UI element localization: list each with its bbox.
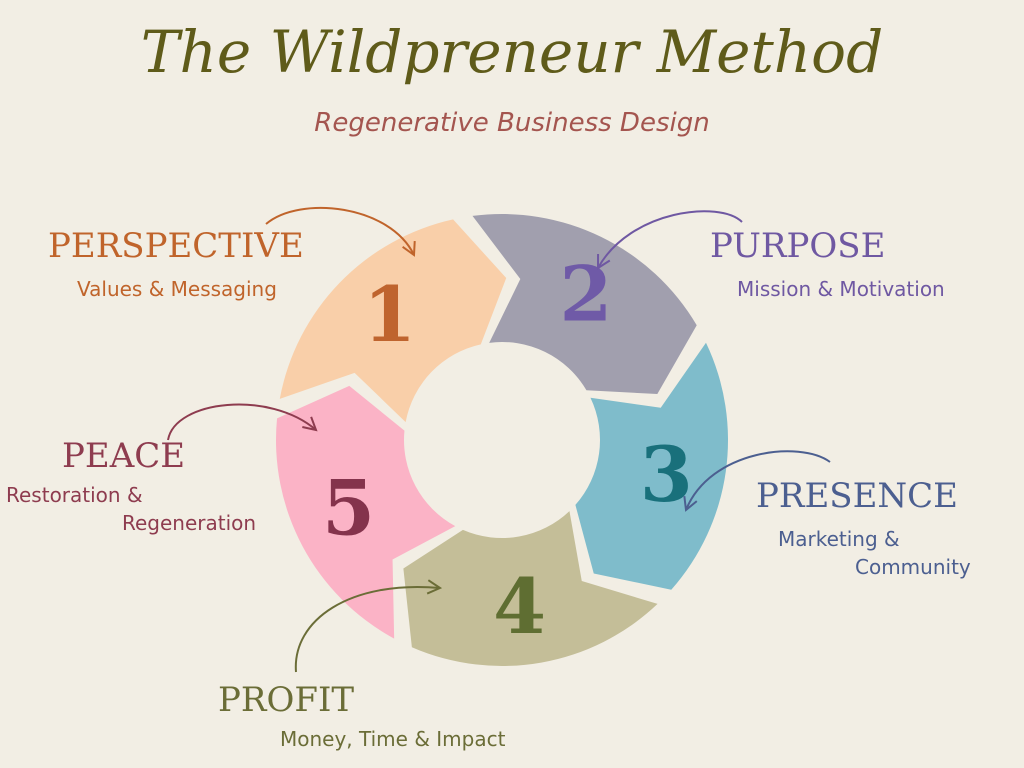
arrowhead-presence — [683, 495, 698, 512]
stage-desc-perspective: Values & Messaging — [77, 277, 277, 301]
arrow-profit — [294, 586, 441, 673]
segment-purpose — [472, 213, 697, 394]
arrowhead-perspective — [402, 240, 416, 257]
stage-number-peace: 5 — [322, 463, 375, 552]
stage-desc-presence-line2: Community — [855, 555, 971, 579]
stage-desc-presence-line1: Marketing & — [778, 527, 900, 551]
arrowhead-peace — [302, 416, 318, 432]
stage-name-peace: PEACE — [62, 436, 186, 476]
segment-peace — [276, 385, 456, 639]
segment-presence — [575, 342, 729, 590]
arrowhead-purpose — [596, 253, 611, 270]
stage-desc-profit: Money, Time & Impact — [280, 727, 506, 751]
page-title: The Wildpreneur Method — [140, 18, 884, 86]
arrowhead-profit — [426, 579, 443, 595]
stage-desc-peace-line1: Restoration & — [6, 483, 143, 507]
segment-profit — [403, 511, 658, 666]
stage-name-perspective: PERSPECTIVE — [48, 226, 304, 266]
stage-number-perspective: 1 — [363, 270, 416, 359]
page-subtitle: Regenerative Business Design — [314, 108, 710, 138]
arrow-peace — [167, 403, 317, 441]
segment-perspective — [279, 219, 507, 423]
stage-number-presence: 3 — [640, 430, 693, 519]
arrow-perspective — [265, 206, 415, 256]
stage-name-profit: PROFIT — [218, 680, 355, 720]
stage-name-presence: PRESENCE — [756, 476, 958, 516]
stage-number-profit: 4 — [493, 562, 546, 651]
arrow-presence — [685, 450, 831, 511]
arrow-purpose — [597, 210, 743, 269]
stage-name-purpose: PURPOSE — [710, 226, 886, 266]
stage-desc-peace-line2: Regeneration — [122, 511, 257, 535]
stage-desc-purpose: Mission & Motivation — [737, 277, 945, 301]
